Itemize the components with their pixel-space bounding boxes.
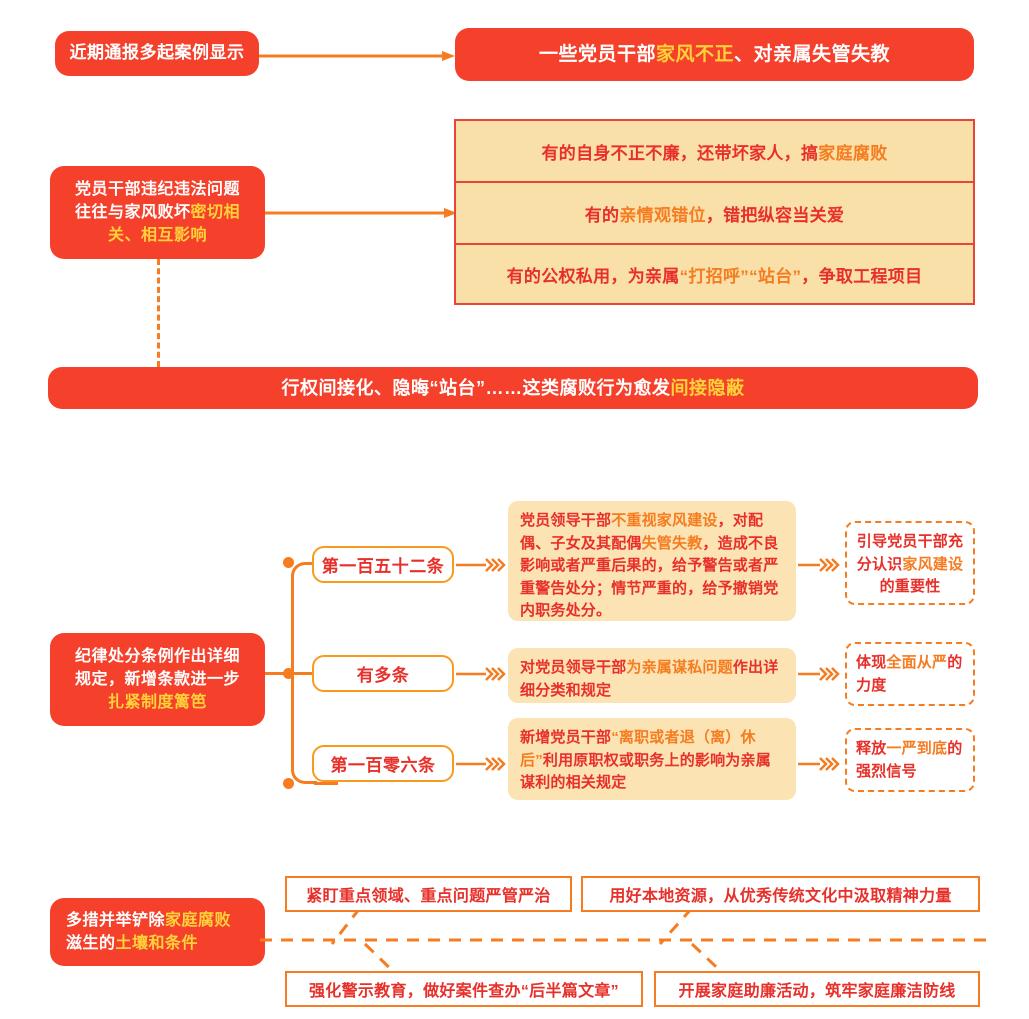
- measures-intro-line-1: 多措并举铲除家庭腐败: [66, 911, 232, 929]
- article-label-box[interactable]: 有多条: [312, 655, 454, 692]
- cause-line-2: 往往与家风败坏密切相: [74, 203, 241, 221]
- regulations-intro-line-1: 纪律处分条例作出详细: [74, 647, 240, 665]
- regulations-intro-box: 纪律处分条例作出详细 规定，新增条款进一步 扎紧制度篱笆: [50, 633, 265, 726]
- article-outcome-box: 引导党员干部充分认识家风建设的重要性: [845, 521, 975, 605]
- triple-chevron-arrow-icon: [456, 558, 506, 572]
- source-label-text: 近期通报多起案例显示: [69, 43, 245, 63]
- manifestations-stack: 有的自身不正不廉，还带坏家人，搞家庭腐败 有的亲情观错位，错把纵容当关爱 有的公…: [454, 119, 975, 305]
- manifestation-text: 有的亲情观错位，错把纵容当关爱: [584, 205, 845, 225]
- article-outcome-text: 体现全面从严的力度: [856, 654, 963, 694]
- regulations-intro-line-3: 扎紧制度篱笆: [107, 694, 207, 712]
- dashed-connector-cause-to-banner: [157, 259, 160, 367]
- article-detail-text: 新增党员干部“离职或者退（离）休后”利用原职权或职务上的影响为亲属谋利的相关规定: [520, 729, 771, 791]
- article-detail-text: 党员领导干部不重视家风建设，对配偶、子女及其配偶失管失教，造成不良影响或者严重后…: [520, 512, 779, 619]
- measure-text: 用好本地资源，从优秀传统文化中汲取精神力量: [609, 888, 952, 905]
- article-detail-box: 对党员领导干部为亲属谋私问题作出详细分类和规定: [508, 648, 796, 703]
- article-detail-box: 新增党员干部“离职或者退（离）休后”利用原职权或职务上的影响为亲属谋利的相关规定: [508, 718, 796, 800]
- manifestation-row: 有的自身不正不廉，还带坏家人，搞家庭腐败: [456, 121, 973, 183]
- measures-connector-lines: [260, 868, 990, 1008]
- article-outcome-box: 释放一严到底的强烈信号: [845, 728, 975, 792]
- cause-line-1: 党员干部违纪违法问题: [74, 180, 240, 198]
- bracket-stem: [265, 672, 291, 675]
- manifestation-text: 有的公权私用，为亲属“打招呼”“站台”，争取工程项目: [506, 266, 923, 286]
- cause-line-3: 关、相互影响: [107, 227, 207, 245]
- measures-intro-box: 多措并举铲除家庭腐败 滋生的土壤和条件: [50, 898, 265, 966]
- node-dot-icon: [283, 778, 294, 789]
- article-outcome-box: 体现全面从严的力度: [845, 642, 975, 706]
- article-detail-box: 党员领导干部不重视家风建设，对配偶、子女及其配偶失管失教，造成不良影响或者严重后…: [508, 501, 796, 621]
- triple-chevron-arrow-icon: [798, 757, 840, 771]
- article-label-text: 有多条: [356, 666, 410, 685]
- triple-chevron-arrow-icon: [456, 667, 506, 681]
- conclusion-text: 行权间接化、隐晦“站台”……这类腐败行为愈发间接隐蔽: [281, 377, 745, 398]
- measures-intro-line-2: 滋生的土壤和条件: [66, 935, 199, 952]
- article-outcome-text: 释放一严到底的强烈信号: [856, 740, 963, 780]
- article-label-box[interactable]: 第一百五十二条: [312, 546, 454, 583]
- measure-text: 强化警示教育，做好案件查办“后半篇文章”: [308, 983, 619, 1000]
- measure-box[interactable]: 用好本地资源，从优秀传统文化中汲取精神力量: [581, 876, 980, 912]
- bracket-arm-bottom: [314, 782, 338, 785]
- triple-chevron-arrow-icon: [798, 558, 840, 572]
- article-outcome-text: 引导党员干部充分认识家风建设的重要性: [856, 533, 964, 595]
- headline-text: 一些党员干部家风不正、对亲属失管失教: [538, 43, 891, 65]
- measure-text: 开展家庭助廉活动，筑牢家庭廉洁防线: [678, 983, 956, 1000]
- article-label-text: 第一百五十二条: [321, 557, 445, 576]
- node-dot-icon: [283, 668, 294, 679]
- manifestation-text: 有的自身不正不廉，还带坏家人，搞家庭腐败: [541, 143, 888, 163]
- headline-banner: 一些党员干部家风不正、对亲属失管失教: [455, 28, 974, 81]
- arrow-cause-to-manifestations: [265, 208, 457, 218]
- measure-text: 紧盯重点领域、重点问题严管严治: [306, 888, 551, 905]
- measure-box[interactable]: 强化警示教育，做好案件查办“后半篇文章”: [285, 971, 643, 1007]
- measure-box[interactable]: 紧盯重点领域、重点问题严管严治: [285, 876, 572, 912]
- cause-box: 党员干部违纪违法问题 往往与家风败坏密切相 关、相互影响: [50, 166, 265, 259]
- conclusion-banner: 行权间接化、隐晦“站台”……这类腐败行为愈发间接隐蔽: [48, 367, 978, 409]
- article-detail-text: 对党员领导干部为亲属谋私问题作出详细分类和规定: [520, 659, 779, 699]
- manifestation-row: 有的公权私用，为亲属“打招呼”“站台”，争取工程项目: [456, 245, 973, 303]
- source-label-box: 近期通报多起案例显示: [55, 31, 259, 76]
- regulations-intro-line-2: 规定，新增条款进一步: [74, 670, 240, 688]
- manifestation-row: 有的亲情观错位，错把纵容当关爱: [456, 183, 973, 245]
- triple-chevron-arrow-icon: [456, 757, 506, 771]
- measure-box[interactable]: 开展家庭助廉活动，筑牢家庭廉洁防线: [654, 971, 980, 1007]
- node-dot-icon: [283, 557, 294, 568]
- arrow-source-to-headline: [259, 51, 455, 61]
- triple-chevron-arrow-icon: [798, 667, 840, 681]
- article-label-text: 第一百零六条: [330, 756, 436, 775]
- article-label-box[interactable]: 第一百零六条: [312, 745, 454, 782]
